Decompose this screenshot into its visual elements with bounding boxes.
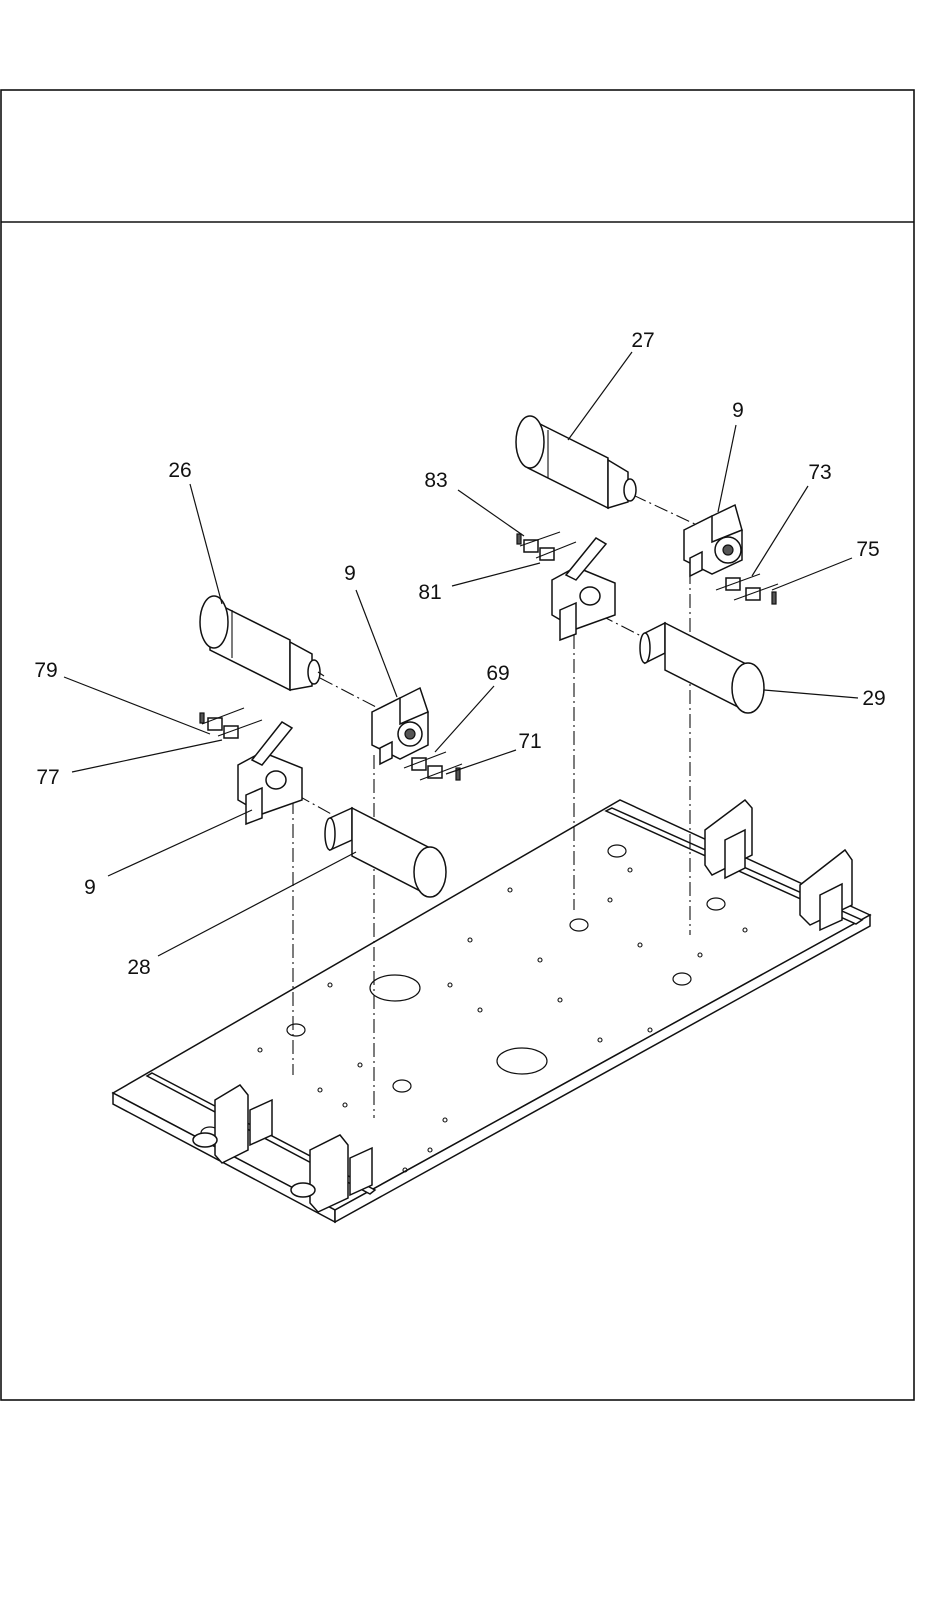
switch-69-71 [404, 752, 462, 780]
callout-69: 69 [486, 662, 509, 685]
bracket-middle-right [552, 538, 615, 640]
actuator-28 [325, 808, 446, 897]
callout-9-left: 9 [84, 876, 96, 899]
drawing-frame [1, 90, 914, 1400]
callout-29: 29 [862, 687, 885, 710]
actuator-26 [200, 596, 324, 690]
callout-73: 73 [808, 461, 831, 484]
callout-75: 75 [856, 538, 879, 561]
callout-9-center: 9 [344, 562, 356, 585]
base-plate [113, 800, 870, 1222]
callout-28: 28 [127, 956, 150, 979]
bracket-9-center [372, 688, 428, 764]
callout-79: 79 [34, 659, 57, 682]
callout-81: 81 [418, 581, 441, 604]
switch-73-75 [716, 574, 778, 604]
bracket-9-top-right [684, 505, 742, 576]
switch-83-81 [517, 532, 576, 560]
callout-71: 71 [518, 730, 541, 753]
callout-9-top-right: 9 [732, 399, 744, 422]
actuator-29 [640, 623, 764, 713]
callout-77: 77 [36, 766, 59, 789]
callout-83: 83 [424, 469, 447, 492]
callout-26: 26 [168, 459, 191, 482]
callout-27: 27 [631, 329, 654, 352]
bracket-9-left [238, 722, 302, 824]
